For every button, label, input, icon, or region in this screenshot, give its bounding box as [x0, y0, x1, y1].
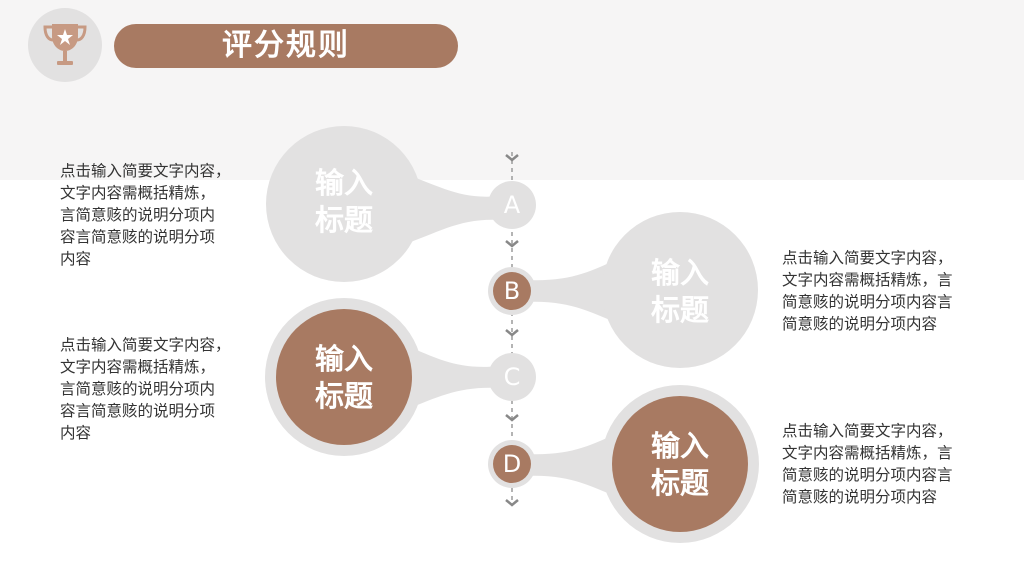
trophy-badge	[28, 8, 102, 82]
node-a-title: 输入标题	[314, 166, 373, 237]
page-title: 评分规则	[222, 28, 350, 63]
node-d-title: 输入标题	[650, 429, 709, 500]
node-d-shape	[488, 385, 759, 543]
node-c-letter: C	[503, 363, 521, 391]
node-d-description: 点击输入简要文字内容， 文字内容需概括精炼，言 简意赅的说明分项内容言 简意赅的…	[782, 422, 953, 506]
trophy-icon	[43, 24, 87, 65]
node-d-letter: D	[502, 450, 522, 478]
node-c-description: 点击输入简要文字内容， 文字内容需概括精炼， 言简意赅的说明分项内 容言简意赅的…	[60, 336, 231, 442]
node-c-title: 输入标题	[314, 342, 373, 413]
chevron-down-icons	[505, 154, 519, 507]
node-b-description: 点击输入简要文字内容， 文字内容需概括精炼，言 简意赅的说明分项内容言 简意赅的…	[782, 249, 953, 333]
node-a-letter: A	[503, 191, 521, 219]
node-a-description: 点击输入简要文字内容， 文字内容需概括精炼， 言简意赅的说明分项内 容言简意赅的…	[60, 162, 231, 268]
node-b-letter: B	[503, 277, 521, 305]
title-pill	[114, 24, 458, 68]
node-b-shape	[488, 212, 758, 368]
node-b-title: 输入标题	[650, 256, 709, 327]
node-c-shape	[265, 298, 536, 456]
node-a-shape	[266, 126, 536, 282]
